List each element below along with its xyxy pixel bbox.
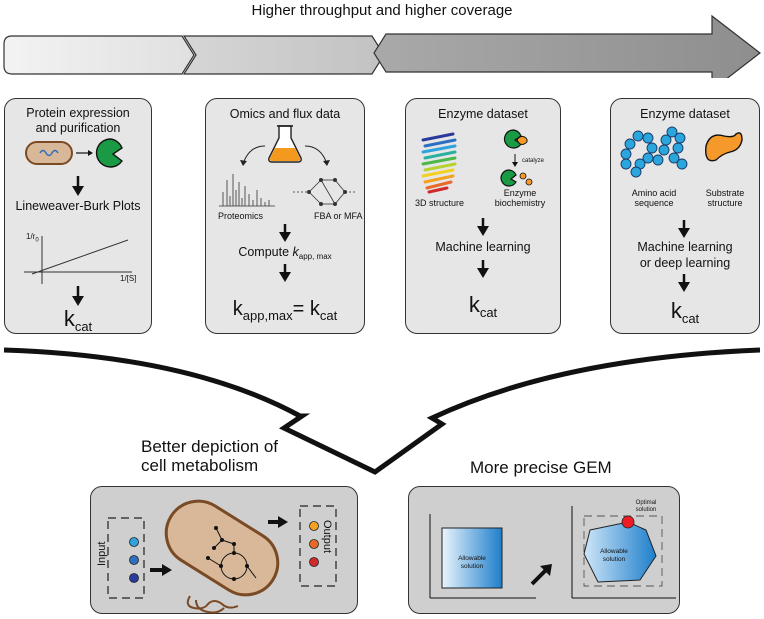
panel1-title-line2: and purification (35, 121, 121, 135)
optimal-point (621, 515, 635, 529)
panel2-graphics (219, 125, 357, 282)
panel4-label-substrate-line1: Substrate (705, 188, 745, 198)
panel4-label-aa-line2: sequence (634, 198, 674, 208)
panel1-y-axis: 1/r0 (26, 232, 39, 244)
panel3-label-biochem-line2: biochemistry (494, 198, 546, 208)
panel4-graphics (620, 126, 743, 292)
bottom-right-heading: More precise GEM (470, 458, 612, 477)
panel3-result-kcat: kcat (468, 292, 498, 320)
bottom-left-heading-line2: cell metabolism (141, 456, 259, 475)
output-label: Output (321, 520, 333, 554)
panel3-label-biochem-line1: Enzyme (503, 188, 537, 198)
optimal-solution-line1: Optimal (635, 500, 657, 506)
left-solution-line2: solution (460, 563, 484, 570)
bacterium-icon (25, 141, 73, 165)
panel2-compute: Compute kapp, max (238, 245, 332, 261)
panel1-graphics (24, 138, 132, 306)
proteomics-spectrum (219, 174, 275, 207)
enzyme-icon (95, 138, 123, 168)
gem-graphics (429, 506, 676, 599)
panel4-result-kcat: kcat (670, 298, 700, 326)
panel1-title-line1: Protein expression (26, 106, 130, 120)
optimal-solution-line2: solution (635, 507, 657, 513)
top-title: Higher throughput and higher coverage (251, 2, 513, 19)
panel3-label-3d: 3D structure (415, 198, 465, 208)
panel2-equation: kapp,max= kcat (232, 298, 338, 323)
amino-acid-sequence-icon (620, 126, 688, 178)
bottom-left-heading-line1: Better depiction of (141, 437, 279, 456)
lineweaver-burk-line (31, 239, 129, 275)
panel3-graphics (421, 129, 533, 278)
panel3-title: Enzyme dataset (438, 107, 528, 121)
converging-brace (3, 347, 761, 475)
protein-structure-icon (421, 132, 457, 194)
panel1-result-kcat: kcat (63, 306, 93, 334)
right-solution-line1: Allowable (600, 548, 628, 555)
input-label: Input (96, 541, 108, 566)
panel1-plot-title: Lineweaver-Burk Plots (15, 199, 141, 213)
substrate-icon (705, 132, 743, 162)
panel4-label-aa-line1: Amino acid (631, 188, 677, 198)
panel4-label-substrate-line2: structure (707, 198, 743, 208)
cell-metabolism-graphics (107, 499, 337, 614)
left-solution-line1: Allowable (458, 555, 486, 562)
panel2-title: Omics and flux data (229, 107, 341, 121)
left-solution-space (441, 527, 503, 589)
panel2-label-fba: FBA or MFA (314, 211, 363, 221)
right-solution-line2: solution (602, 556, 626, 563)
throughput-arrow (3, 14, 761, 78)
panel3-method: Machine learning (435, 240, 531, 254)
flux-network (293, 179, 357, 205)
panel3-catalyze: catalyze (522, 158, 545, 164)
panel4-method-line1: Machine learning (637, 240, 733, 254)
cell-icon (164, 499, 280, 597)
panel4-title: Enzyme dataset (640, 107, 730, 121)
panel4-method-line2: or deep learning (639, 256, 731, 270)
panel1-x-axis: 1/[S] (120, 274, 137, 283)
panel2-label-proteomics: Proteomics (218, 211, 264, 221)
